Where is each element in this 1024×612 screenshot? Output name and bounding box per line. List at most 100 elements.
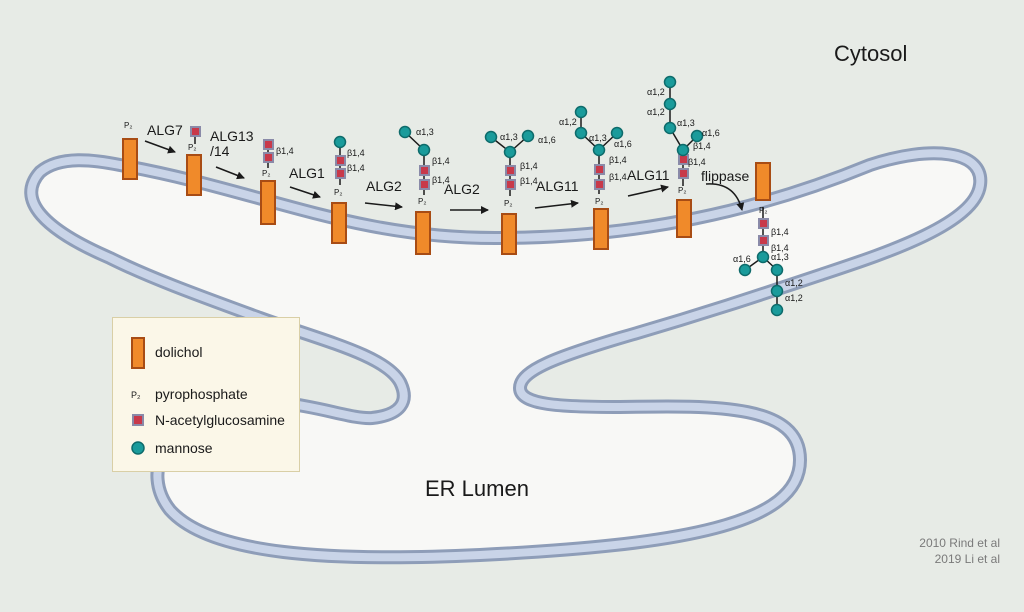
glcnac-icon [758,218,769,229]
dolichol-icon [331,202,347,244]
linkage-label: β1,4 [520,176,538,186]
linkage-label: α1,3 [677,118,695,128]
enzyme-label-alg11: ALG11 [536,178,579,194]
pyrophosphate-icon: P₂ [188,143,196,152]
enzyme-label-alg1: ALG1 [289,165,325,181]
pyrophosphate-icon: P₂ [678,186,686,195]
mannose-icon [503,145,517,159]
mannose-icon [738,263,752,277]
glcnac-icon [505,165,516,176]
glcnac-icon [419,165,430,176]
legend-label-pyrophosphate: pyrophosphate [155,386,248,402]
glcnac-icon [678,168,689,179]
linkage-label: β1,4 [609,172,627,182]
pyrophosphate-labels: P₂ P₂ P₂ P₂ P₂ P₂ P₂ P₂ P₂ [124,121,767,215]
mannose-icon [770,303,784,317]
mannose-icon [484,130,498,144]
linkage-label: β1,4 [347,148,365,158]
linkage-label: α1,3 [500,132,518,142]
dolichol-icon [131,337,145,369]
enzyme-label-alg2: ALG2 [444,181,480,197]
enzyme-labels: ALG7 ALG13 /14 ALG1 ALG2 ALG2 ALG11 ALG1… [147,122,749,197]
enzyme-label-alg13-14: ALG13 [210,128,254,144]
legend-item-glcnac: N-acetylglucosamine [113,408,301,432]
legend-item-pyrophosphate: P₂ pyrophosphate [113,382,301,406]
enzyme-label-alg2: ALG2 [366,178,402,194]
mannose-icon [398,125,412,139]
mannose-icon [574,126,588,140]
enzyme-label-alg13-14: ALG13 /14 [210,128,257,159]
mannose-icon [521,129,535,143]
citation-credits: 2010 Rind et al 2019 Li et al [919,535,1000,567]
glcnac-icon [263,152,274,163]
reaction-arrow-icon [144,140,176,154]
dolichol-icon [501,213,517,255]
mannose-icon [690,129,704,143]
mannose-residues [333,75,784,317]
legend: dolichol P₂ pyrophosphate N-acetylglucos… [112,317,300,472]
reaction-arrow-icon [364,202,403,211]
reaction-arrow-icon [627,184,669,197]
glcnac-icon [335,155,346,166]
enzyme-label-alg11: ALG11 [627,167,670,183]
glcnac-icon [594,164,605,175]
glcnac-icon [678,154,689,165]
legend-item-mannose: mannose [113,436,301,460]
citation-line: 2010 Rind et al [919,536,1000,550]
mannose-icon [663,121,677,135]
pyrophosphate-icon: P₂ [124,121,132,130]
enzyme-label-flippase: flippase [701,168,749,184]
dolichol-icon [676,199,692,238]
linkage-label: β1,4 [693,141,711,151]
glcnac-icon [594,179,605,190]
dolichol-icon [127,336,149,370]
mannose-icon [127,436,149,460]
linkage-label: α1,6 [702,128,720,138]
glcnac-icon [505,179,516,190]
linkage-label: α1,6 [733,254,751,264]
pyrophosphate-icon: P₂ [131,390,141,400]
legend-label-glcnac: N-acetylglucosamine [155,412,285,428]
linkage-label: α1,3 [771,252,789,262]
linkage-label: β1,4 [771,227,789,237]
mannose-icon [756,250,770,264]
er-lumen-label: ER Lumen [425,476,529,501]
dolichol-icon [755,162,771,201]
glcnac-icon [335,168,346,179]
enzyme-label-alg7: ALG7 [147,122,183,138]
dolichol-icon [122,138,138,180]
reaction-arrow-icon [534,199,579,209]
dolichol-anchors [122,138,771,255]
linkage-label: α1,2 [559,117,577,127]
linkage-label: β1,4 [520,161,538,171]
linkage-label: β1,4 [771,243,789,253]
legend-label-mannose: mannose [155,440,213,456]
linkage-label: α1,2 [647,87,665,97]
pyrophosphate-icon: P₂ [127,382,149,406]
reaction-arrow-icon [705,183,745,211]
dolichol-icon [415,211,431,255]
linkage-label: α1,3 [589,133,607,143]
mannose-icon [417,143,431,157]
mannose-icon [610,126,624,140]
linkage-labels: β1,4 β1,4 β1,4 α1,3 β1,4 β1,4 α1,3 α1,6 … [276,87,803,303]
linkage-label: α1,3 [416,127,434,137]
reaction-arrow-icon [215,166,245,180]
enzyme-label-alg13-14: /14 [210,143,230,159]
pyrophosphate-icon: P₂ [131,390,141,400]
linkage-label: α1,2 [647,107,665,117]
mannose-icon [770,263,784,277]
linkage-label: α1,6 [538,135,556,145]
linkage-label: β1,4 [688,157,706,167]
mannose-icon [131,441,145,455]
pyrophosphate-icon: P₂ [334,188,342,197]
linkage-label: β1,4 [432,156,450,166]
linkage-label: β1,4 [276,146,294,156]
dolichol-icon [260,180,276,225]
glcnac-icon [132,414,144,426]
linkage-label: α1,6 [614,139,632,149]
mannose-icon [663,97,677,111]
legend-label-dolichol: dolichol [155,344,203,360]
glcnac-icon [419,179,430,190]
